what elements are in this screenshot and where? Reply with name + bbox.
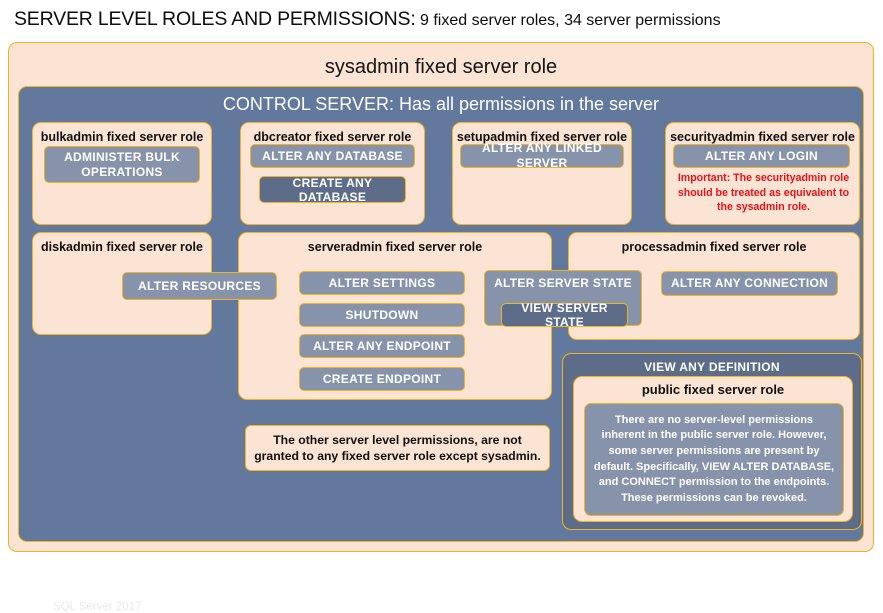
role-title-serveradmin: serveradmin fixed server role	[307, 240, 483, 254]
permission-alter-any-endpoint[interactable]: ALTER ANY ENDPOINT	[299, 334, 465, 358]
permission-alter-any-database[interactable]: ALTER ANY DATABASE	[250, 144, 415, 168]
permission-alter-any-login[interactable]: ALTER ANY LOGIN	[673, 144, 850, 168]
permission-create-any-database[interactable]: CREATE ANY DATABASE	[259, 176, 406, 204]
other-permissions-note: The other server level permissions, are …	[245, 425, 550, 471]
permission-alter-any-linked-server[interactable]: ALTER ANY LINKED SERVER	[460, 141, 624, 170]
role-title-bulkadmin: bulkadmin fixed server role	[40, 130, 204, 144]
footer-version-label: SQL Server 2017	[53, 601, 142, 613]
role-title-setupadmin: setupadmin fixed server role	[456, 130, 628, 144]
sysadmin-role-label: sysadmin fixed server role	[324, 56, 558, 78]
securityadmin-warning-text: Important: The securityadmin role should…	[677, 172, 850, 214]
permission-view-any-definition[interactable]: VIEW ANY DEFINITION	[644, 360, 780, 374]
page-title-strong: SERVER LEVEL ROLES AND PERMISSIONS:	[14, 8, 416, 30]
role-box-dbcreator: dbcreator fixed server role	[240, 122, 425, 225]
role-title-securityadmin: securityadmin fixed server role	[670, 130, 855, 144]
permission-alter-settings[interactable]: ALTER SETTINGS	[299, 271, 465, 295]
role-box-securityadmin: securityadmin fixed server role Importan…	[665, 122, 860, 225]
control-server-label: CONTROL SERVER: Has all permissions in t…	[222, 94, 660, 114]
permission-alter-resources[interactable]: ALTER RESOURCES	[122, 272, 277, 300]
permission-alter-any-connection[interactable]: ALTER ANY CONNECTION	[661, 271, 838, 296]
permission-group-view-any-definition: VIEW ANY DEFINITION public fixed server …	[562, 353, 862, 530]
role-title-dbcreator: dbcreator fixed server role	[253, 130, 412, 144]
permission-view-server-state[interactable]: VIEW SERVER STATE	[501, 301, 628, 329]
permission-shutdown[interactable]: SHUTDOWN	[299, 303, 465, 327]
page-title: SERVER LEVEL ROLES AND PERMISSIONS: 9 fi…	[14, 8, 874, 36]
permission-administer-bulk-operations[interactable]: ADMINISTER BULK OPERATIONS	[44, 146, 200, 183]
role-title-public: public fixed server role	[641, 382, 785, 397]
role-title-diskadmin: diskadmin fixed server role	[41, 240, 203, 254]
public-role-note: There are no server-level permissions in…	[584, 403, 844, 516]
page-title-subtitle: 9 fixed server roles, 34 server permissi…	[415, 12, 721, 29]
role-box-public: public fixed server role There are no se…	[573, 376, 853, 522]
role-box-setupadmin: setupadmin fixed server role	[452, 122, 632, 225]
permission-create-endpoint[interactable]: CREATE ENDPOINT	[299, 367, 465, 391]
role-title-processadmin: processadmin fixed server role	[621, 240, 807, 254]
